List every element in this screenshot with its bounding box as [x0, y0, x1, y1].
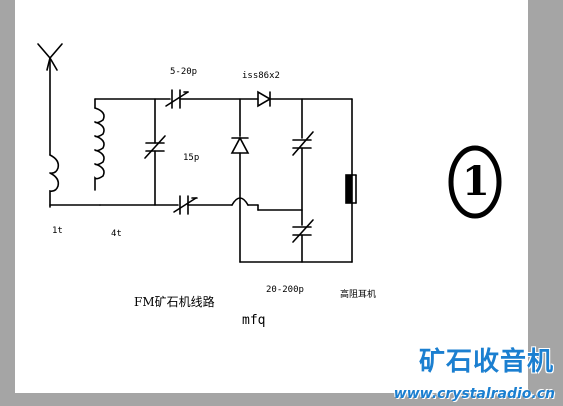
- badge-circle: [448, 145, 502, 219]
- label-coil-1t: 1t: [52, 226, 63, 236]
- diagram-canvas: [15, 0, 528, 393]
- label-diode: iss86x2: [242, 71, 280, 81]
- watermark-brand: 矿石收音机: [418, 347, 554, 377]
- label-15p: 15p: [183, 153, 200, 163]
- diode-vertical: [230, 136, 250, 154]
- capacitor-right-upper: [292, 131, 314, 156]
- label-earphone: 高阻耳机: [340, 290, 377, 300]
- label-coil-4t: 4t: [111, 229, 122, 239]
- coil-4t: [94, 107, 105, 191]
- coil-1t: [49, 154, 60, 208]
- label-trimmer: 5-20p: [170, 67, 198, 77]
- antenna-symbol: [37, 43, 63, 156]
- watermark-url: www.crystalradio.cn: [393, 386, 555, 402]
- diode-top: [257, 90, 272, 108]
- author-label: mfq: [242, 313, 266, 328]
- earphone-symbol: [345, 174, 357, 204]
- badge-number: 1: [462, 158, 490, 205]
- diagram-title: FM矿石机线路: [134, 295, 215, 309]
- label-cap-20-200: 20-200p: [266, 285, 304, 295]
- capacitor-20-200p: [292, 219, 314, 243]
